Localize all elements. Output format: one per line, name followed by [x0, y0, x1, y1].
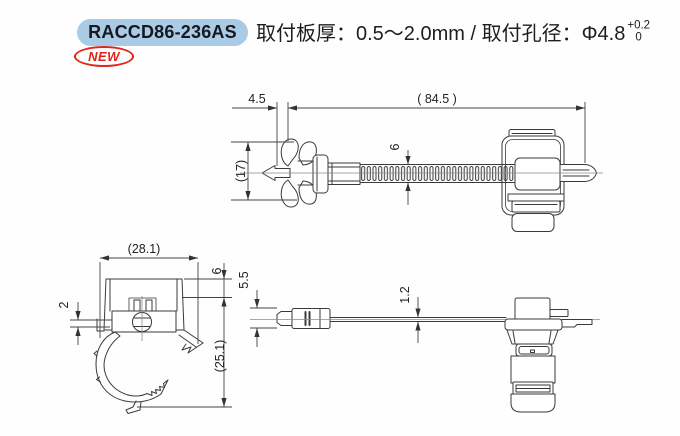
- tolerance-upper: +0.2: [627, 19, 651, 32]
- new-badge-label: NEW: [88, 49, 120, 64]
- dim-band-thickness: 1.2: [398, 286, 412, 303]
- plan-view-part: [276, 308, 507, 329]
- dim-head-height: 6: [210, 267, 224, 274]
- dim-anchor-diameter: (17): [234, 160, 248, 182]
- dim-anchor-offset: 4.5: [248, 92, 265, 106]
- tolerance-stack: +0.2 0: [627, 19, 650, 44]
- tolerance-lower: 0: [635, 31, 642, 44]
- front-view-part: [93, 278, 204, 414]
- plan-view-head: [504, 297, 593, 413]
- dim-overall-height: (25.1): [213, 340, 227, 373]
- mounting-spec-text: 取付板厚：0.5～2.0mm / 取付孔径：Φ4.8 +0.2 0: [256, 13, 650, 49]
- part-number-label: RACCD86-236AS: [88, 22, 237, 42]
- new-badge: NEW: [74, 46, 134, 67]
- plan-view-dimensions: 5.5 1.2: [237, 271, 421, 347]
- part-number-badge: RACCD86-236AS: [77, 19, 248, 46]
- top-view-part: [261, 129, 597, 232]
- dim-tip-width: 5.5: [237, 271, 251, 288]
- front-view-dimensions: (28.1) 6 2 (25.1): [57, 242, 232, 408]
- top-view-dimensions: 4.5 ( 84.5 ) 6 (17): [231, 92, 586, 205]
- spec-prefix: 取付板厚：0.5～2.0mm / 取付孔径：Φ4.8: [256, 22, 626, 45]
- dim-panel-thickness: 2: [57, 301, 71, 308]
- dim-overall-length: ( 84.5 ): [417, 92, 457, 106]
- dim-band-width: 6: [388, 143, 402, 150]
- dim-overall-width: (28.1): [128, 242, 161, 256]
